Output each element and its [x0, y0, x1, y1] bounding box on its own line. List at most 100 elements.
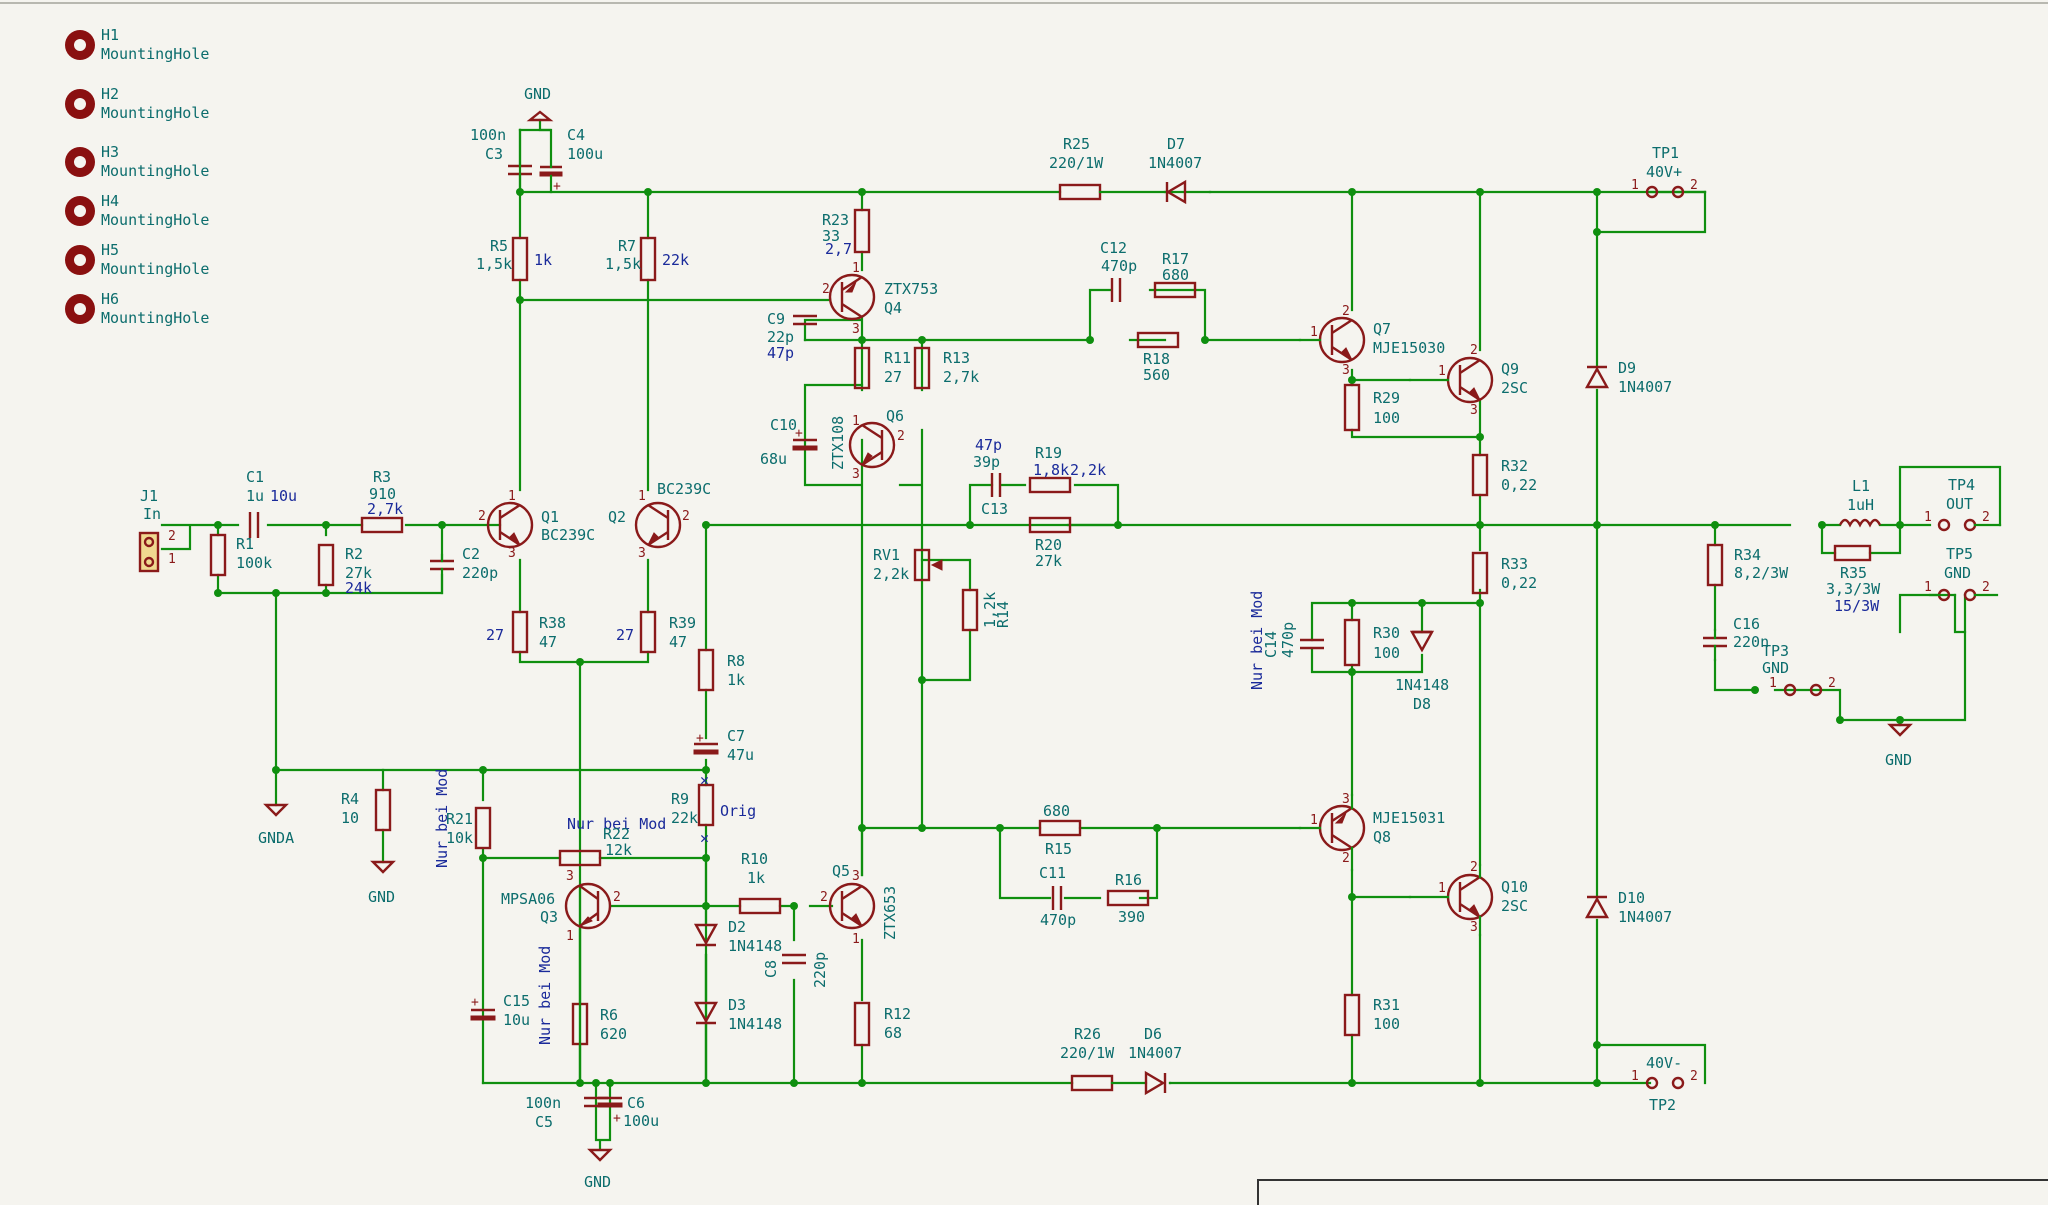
diode-d6[interactable]: D6 1N4007 — [1128, 1025, 1182, 1096]
resistor-r30[interactable]: R30 100 — [1343, 618, 1400, 667]
resistor-r11[interactable]: R11 27 — [853, 346, 911, 390]
resistor-r9[interactable]: ✕✕ R9 22k Orig — [671, 771, 756, 847]
resistor-r22[interactable]: Nur bei Mod R22 12k — [558, 815, 666, 867]
transistor-q10[interactable]: 123 Q10 2SC — [1408, 860, 1528, 937]
diode-d8[interactable]: 1N4148 D8 — [1395, 630, 1449, 713]
capacitor-c1[interactable]: C1 1u 10u — [246, 468, 297, 538]
resistor-r32[interactable]: R32 0,22 — [1471, 453, 1537, 497]
transistor-q5[interactable]: 231 Q5 ZTX653 — [820, 862, 899, 947]
r10-value: 1k — [747, 869, 765, 887]
capacitor-c6[interactable]: + C6 100u — [597, 1094, 659, 1130]
resistor-r1[interactable]: R1 100k — [209, 533, 272, 577]
resistor-r21[interactable]: R21 10k Nur bei Mod — [433, 769, 492, 868]
gnda-label: GNDA — [258, 829, 294, 847]
d6-ref: D6 — [1144, 1025, 1162, 1043]
resistor-r38[interactable]: R38 47 27 — [486, 610, 566, 654]
resistor-r35[interactable]: R35 3,3/3W 15/3W — [1826, 544, 1881, 615]
resistor-r19[interactable]: R19 1,8k 2,2k — [1028, 444, 1106, 494]
capacitor-c14[interactable]: Nur bei Mod C14 470p — [1248, 591, 1324, 690]
q8-ref: Q8 — [1373, 828, 1391, 846]
transistor-q6[interactable]: 213 Q6 ZTX108 — [829, 407, 905, 482]
h5-ref: H5 — [101, 241, 119, 259]
resistor-r26[interactable]: R26 220/1W — [1060, 1025, 1148, 1092]
q9-value: 2SC — [1501, 379, 1528, 397]
resistor-r10[interactable]: R10 1k — [738, 850, 782, 915]
c7-ref: C7 — [727, 727, 745, 745]
c13-ref: C13 — [981, 500, 1008, 518]
resistor-r13[interactable]: R13 2,7k — [913, 346, 979, 390]
transistor-q1[interactable]: 213 Q1 BC239C — [478, 489, 595, 561]
capacitor-c2[interactable]: C2 220p — [430, 545, 498, 595]
resistor-r18[interactable]: R18 560 — [1136, 331, 1180, 384]
resistor-r16[interactable]: R16 390 — [1106, 871, 1150, 926]
resistor-r33[interactable]: R33 0,22 — [1471, 551, 1537, 595]
resistor-r39[interactable]: R39 47 27 — [616, 610, 696, 654]
capacitor-c11[interactable]: C11 470p — [1039, 864, 1076, 929]
diode-d3[interactable]: D3 1N4148 — [693, 996, 782, 1033]
transistor-q7[interactable]: 123 Q7 MJE15030 — [1298, 304, 1445, 378]
resistor-r34[interactable]: R34 8,2/3W — [1706, 543, 1789, 587]
diode-d9[interactable]: D9 1N4007 — [1584, 359, 1672, 396]
resistor-r25[interactable]: R25 220/1W — [1049, 135, 1167, 201]
resistor-r5[interactable]: R5 1,5k 1k — [476, 236, 552, 282]
capacitor-c8[interactable]: C8 220p — [762, 952, 829, 988]
resistor-r31[interactable]: R31 100 — [1343, 993, 1400, 1037]
resistor-r15[interactable]: 680 R15 — [1038, 802, 1082, 858]
transistor-q3[interactable]: 231 MPSA06 Q3 — [501, 869, 621, 944]
resistor-r8[interactable]: R8 1k — [697, 648, 745, 692]
capacitor-c7[interactable]: + C7 47u — [693, 727, 754, 764]
capacitor-c15[interactable]: + C15 10u Nur bei Mod — [470, 946, 554, 1045]
c10-value: 68u — [760, 450, 787, 468]
resistor-r3[interactable]: R3 910 2,7k — [360, 468, 404, 534]
capacitor-c3[interactable]: 100n C3 — [470, 126, 532, 194]
capacitor-c10[interactable]: + C10 68u — [760, 416, 818, 468]
r5-value: 1,5k — [476, 255, 512, 273]
transistor-q2[interactable]: 213 Q2 BC239C — [608, 480, 711, 561]
diode-d7[interactable]: D7 1N4007 — [1148, 135, 1202, 205]
capacitor-c16[interactable]: C16 220n — [1703, 615, 1769, 662]
resistor-r2[interactable]: R2 27k 24k — [317, 543, 372, 597]
transistor-q8[interactable]: 132 MJE15031 Q8 — [1298, 792, 1445, 872]
svg-text:✕: ✕ — [700, 829, 709, 847]
resistor-r20[interactable]: R20 27k — [1028, 516, 1072, 570]
c5-value: 100n — [525, 1094, 561, 1112]
diode-d2[interactable]: D2 1N4148 — [693, 918, 782, 955]
resistor-r6[interactable]: R6 620 — [571, 928, 627, 1085]
capacitor-c13[interactable]: 47p 39p C13 — [973, 436, 1008, 518]
r1-ref: R1 — [236, 535, 254, 553]
resistor-r17[interactable]: R17 680 — [1153, 250, 1197, 299]
potentiometer-rv1[interactable]: RV1 2,2k — [873, 546, 943, 583]
capacitor-c9[interactable]: C9 22p 47p — [767, 310, 817, 362]
diode-d10[interactable]: D10 1N4007 — [1584, 889, 1672, 926]
resistor-r14[interactable]: 1,2k R14 — [961, 588, 1012, 632]
svg-text:3: 3 — [508, 546, 516, 561]
connector-j1[interactable]: 21 J1 In — [138, 487, 176, 573]
capacitor-c4[interactable]: + C4 100u — [538, 126, 603, 194]
resistor-r12[interactable]: R12 68 — [853, 1001, 911, 1047]
h3-ref: H3 — [101, 143, 119, 161]
inductor-l1[interactable]: L1 1uH — [1838, 477, 1882, 528]
q4-ref: Q4 — [884, 299, 902, 317]
resistor-r23[interactable]: R23 33 2,7 — [822, 208, 871, 258]
resistor-r7[interactable]: R7 1,5k 22k — [605, 236, 689, 282]
rv1-value: 2,2k — [873, 565, 909, 583]
resistor-r4[interactable]: R4 10 — [341, 788, 392, 832]
transistor-q9[interactable]: 123 Q9 2SC — [1408, 343, 1528, 418]
capacitor-c12[interactable]: C12 470p — [1100, 239, 1137, 302]
r31-value: 100 — [1373, 1015, 1400, 1033]
transistor-q4[interactable]: 213 ZTX753 Q4 — [822, 261, 938, 337]
r32-ref: R32 — [1501, 457, 1528, 475]
resistor-r29[interactable]: R29 100 — [1343, 383, 1400, 432]
